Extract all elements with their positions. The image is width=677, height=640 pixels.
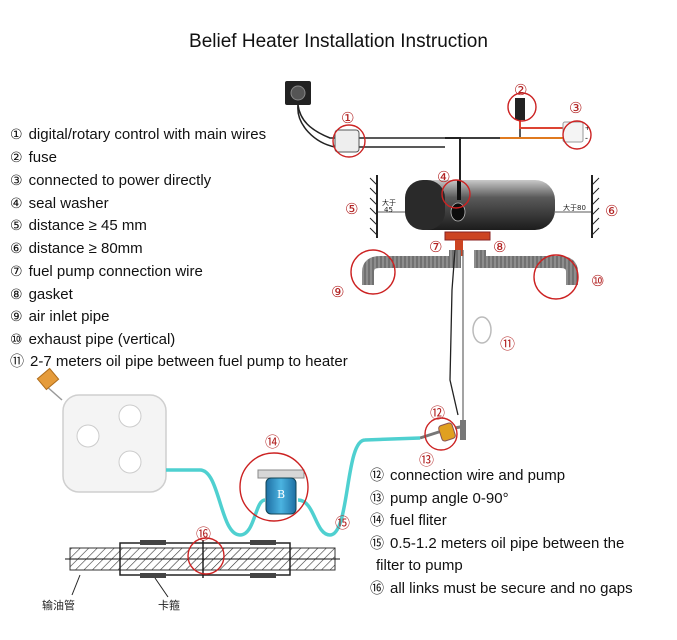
- wire-connector-icon: [334, 129, 360, 153]
- tank-cap-icon: [36, 367, 60, 391]
- svg-text:+: +: [585, 123, 590, 133]
- callout-8: ⑧: [493, 238, 506, 256]
- diagram-title: Belief Heater Installation Instruction: [189, 31, 488, 52]
- air-inlet-pipe: [362, 250, 461, 285]
- pump-wire-connector-icon: [455, 240, 463, 256]
- fuel-line-filter-pump: [297, 436, 421, 537]
- callout-15: ⑮: [335, 514, 350, 532]
- fuel-pump-icon: [438, 422, 456, 442]
- gasket-icon: [444, 231, 491, 241]
- distance-right-label: 大于80: [563, 203, 586, 212]
- fuel-filter: B: [257, 469, 305, 515]
- oil-pipe-coil-icon: [472, 316, 492, 344]
- tank-bolt-icon: [118, 450, 142, 474]
- svg-text:-: -: [585, 133, 588, 143]
- callout-circles: [187, 92, 592, 575]
- tank-bolt-icon: [118, 404, 142, 428]
- callout-11: ⑪: [500, 335, 515, 353]
- callout-5: ⑤: [345, 200, 358, 218]
- callout-16: ⑯: [196, 525, 211, 543]
- callout-10: ⑩: [591, 272, 604, 290]
- heater-body: [405, 180, 555, 230]
- callout-2: ②: [514, 81, 527, 99]
- callout-3: ③: [569, 99, 582, 117]
- power-supply: + -: [500, 98, 590, 143]
- battery-terminal-icon: [562, 121, 584, 143]
- legend-item-filter-pipe-cont: filter to pump: [376, 557, 463, 574]
- callout-4: ④: [437, 168, 450, 186]
- oil-pipe-clamp: [65, 540, 340, 598]
- distance-left-cn-label: 大于: [382, 198, 396, 207]
- callout-13: ⑬: [419, 451, 434, 469]
- svg-text:B: B: [277, 488, 285, 501]
- fuel-tank: [36, 367, 167, 493]
- tank-bolt-icon: [76, 424, 100, 448]
- callout-12: ⑫: [430, 404, 445, 422]
- callout-6: ⑥: [605, 202, 618, 220]
- callout-7: ⑦: [429, 238, 442, 256]
- mounting-walls: [369, 175, 600, 238]
- callout-1: ①: [341, 109, 354, 127]
- callout-9: ⑨: [331, 283, 344, 301]
- oil-pipe-cn-label: 输油管: [42, 598, 75, 612]
- fuel-line-tank-filter: [166, 468, 266, 537]
- control-dial-icon: [290, 85, 306, 101]
- fuse-icon: [515, 98, 525, 120]
- exhaust-pipe: [474, 250, 578, 285]
- fuel-pump: [419, 420, 466, 442]
- distance-left-value-label: 45: [384, 206, 393, 214]
- callout-14: ⑭: [265, 433, 280, 451]
- clamp-cn-label: 卡箍: [158, 598, 180, 612]
